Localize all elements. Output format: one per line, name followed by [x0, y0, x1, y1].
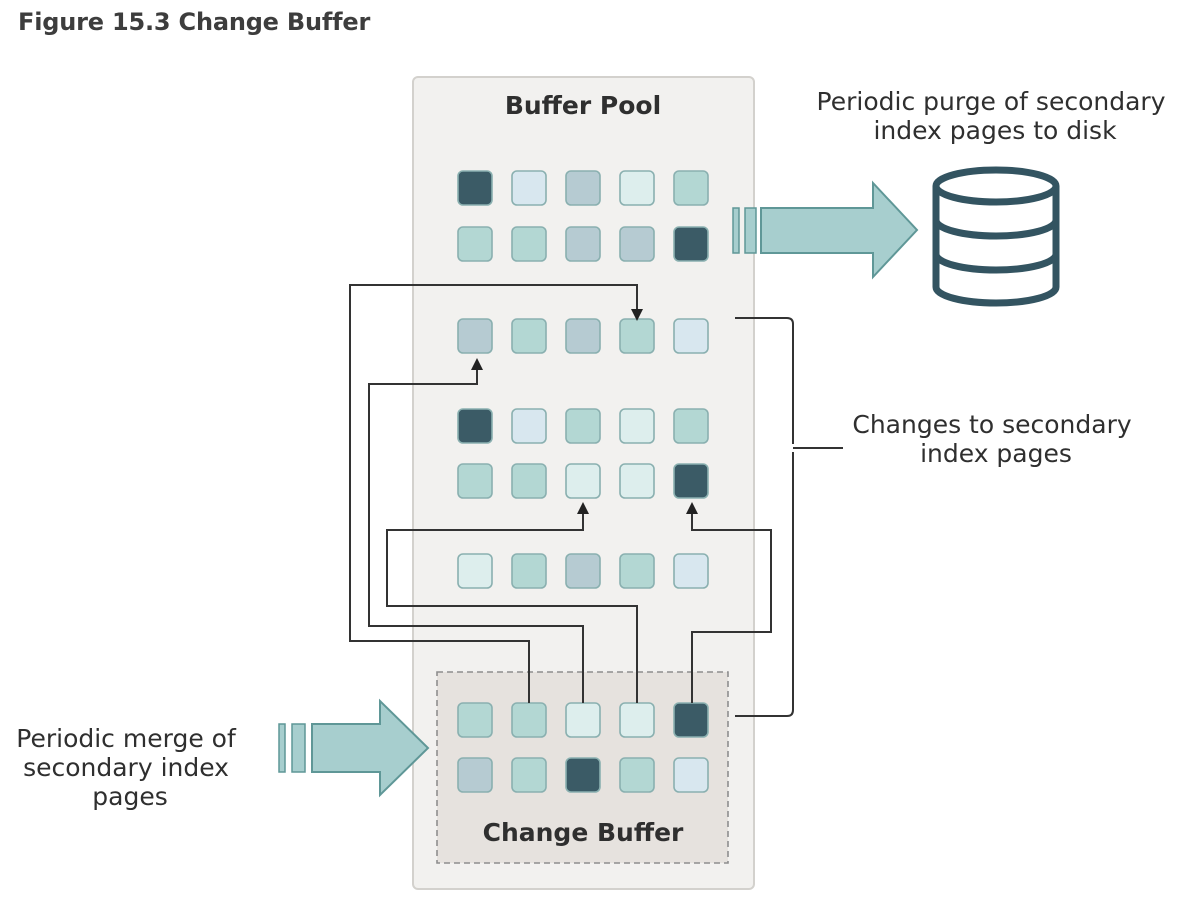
arrowhead [471, 358, 483, 370]
changes-bracket [735, 317, 843, 717]
merge-line-3: pages [92, 782, 167, 811]
change-buffer-page-tile [457, 702, 493, 738]
buffer-pool-page-tile [511, 463, 547, 499]
buffer-pool-page-tile [673, 553, 709, 589]
merge-line-2: secondary index [23, 753, 229, 782]
buffer-pool-page-tile [457, 463, 493, 499]
buffer-pool-page-tile [619, 553, 655, 589]
buffer-pool-page-tile [511, 318, 547, 354]
connector-line [349, 284, 638, 703]
disk-database-icon [932, 166, 1060, 307]
purge-annotation: Periodic purge of secondary index pages … [817, 87, 1174, 145]
changes-annotation: Changes to secondary index pages [852, 410, 1139, 468]
buffer-pool-page-tile [565, 463, 601, 499]
buffer-pool-page-tile [457, 553, 493, 589]
change-buffer-page-tile [673, 757, 709, 793]
buffer-pool-page-tile [619, 318, 655, 354]
buffer-pool-page-tile [673, 226, 709, 262]
change-buffer-page-tile [619, 757, 655, 793]
buffer-pool-page-tile [457, 408, 493, 444]
connector-line [368, 362, 584, 703]
merge-arrow [278, 698, 430, 798]
change-buffer-page-tile [457, 757, 493, 793]
merge-annotation: Periodic merge of secondary index pages [16, 724, 243, 811]
figure-title: Figure 15.3 Change Buffer [18, 8, 371, 36]
buffer-pool-page-tile [457, 318, 493, 354]
change-buffer-label: Change Buffer [483, 818, 684, 847]
buffer-pool-page-tile [511, 553, 547, 589]
changes-line-2: index pages [920, 439, 1072, 468]
buffer-pool-page-tile [619, 463, 655, 499]
buffer-pool-page-tile [673, 318, 709, 354]
page-tiles [457, 170, 709, 793]
buffer-pool-page-tile [619, 226, 655, 262]
connector-line [386, 508, 638, 703]
buffer-pool-page-tile [619, 170, 655, 206]
changes-line-1: Changes to secondary [852, 410, 1131, 439]
change-buffer-page-tile [511, 757, 547, 793]
purge-line-1: Periodic purge of secondary [817, 87, 1166, 116]
buffer-pool-page-tile [565, 318, 601, 354]
buffer-pool-page-tile [619, 408, 655, 444]
arrowhead [686, 502, 698, 514]
buffer-pool-page-tile [673, 170, 709, 206]
arrowhead [631, 309, 643, 321]
connector-line [691, 508, 772, 703]
buffer-pool-page-tile [565, 553, 601, 589]
buffer-pool-page-tile [457, 226, 493, 262]
buffer-pool-page-tile [511, 226, 547, 262]
buffer-pool-page-tile [457, 170, 493, 206]
buffer-pool-page-tile [511, 170, 547, 206]
buffer-pool-page-tile [673, 408, 709, 444]
buffer-pool-page-tile [565, 226, 601, 262]
change-buffer-page-tile [565, 702, 601, 738]
merge-connectors [349, 284, 772, 703]
change-buffer-page-tile [565, 757, 601, 793]
purge-line-2: index pages to disk [873, 116, 1117, 145]
purge-arrow [732, 180, 919, 280]
buffer-pool-page-tile [673, 463, 709, 499]
buffer-pool-page-tile [565, 408, 601, 444]
arrowhead [577, 502, 589, 514]
merge-line-1: Periodic merge of [16, 724, 237, 753]
buffer-pool-page-tile [511, 408, 547, 444]
change-buffer-page-tile [511, 702, 547, 738]
change-buffer-page-tile [673, 702, 709, 738]
change-buffer-page-tile [619, 702, 655, 738]
buffer-pool-page-tile [565, 170, 601, 206]
buffer-pool-label: Buffer Pool [505, 91, 661, 120]
